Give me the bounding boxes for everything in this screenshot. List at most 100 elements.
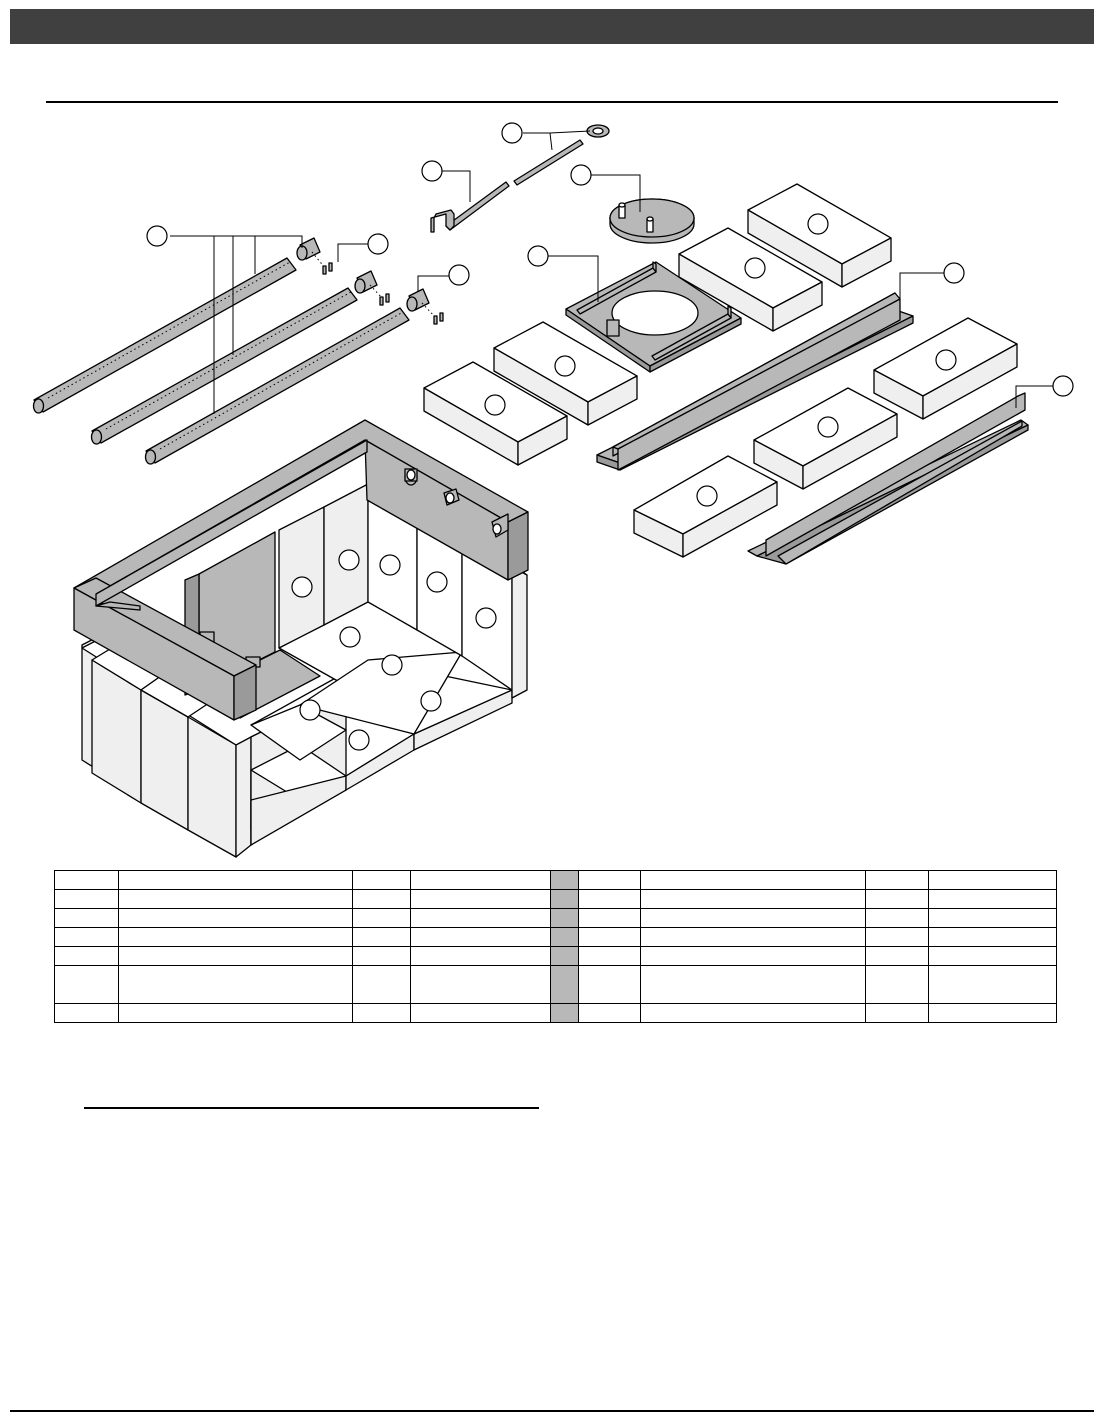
callout-circle <box>1052 375 1074 397</box>
callout-circle <box>448 264 470 286</box>
table-cell <box>865 1003 929 1023</box>
tube-end-cap-1 <box>296 237 333 275</box>
table-cell <box>410 889 551 909</box>
brick-bottom-right <box>633 455 778 558</box>
table-separator <box>550 908 579 928</box>
notes-rule <box>84 1107 539 1109</box>
table-cell <box>410 908 551 928</box>
table-cell <box>410 946 551 966</box>
table-cell <box>118 946 353 966</box>
table-cell <box>865 946 929 966</box>
table-cell <box>640 927 866 947</box>
callout-circle <box>426 571 448 593</box>
table-cell <box>578 1003 641 1023</box>
parts-table <box>54 870 1057 1023</box>
table-cell <box>118 927 353 947</box>
footer-rule <box>10 1410 1094 1412</box>
table-cell <box>54 908 119 928</box>
table-cell <box>578 946 641 966</box>
table-cell <box>928 965 1057 1004</box>
table-header-row <box>54 870 1057 890</box>
table-cell <box>865 927 929 947</box>
table-cell <box>54 965 119 1004</box>
table-cell <box>410 1003 551 1023</box>
callout-circle <box>696 485 718 507</box>
callout-circle <box>420 690 442 712</box>
table-cell <box>54 889 119 909</box>
table-cell <box>352 908 411 928</box>
grate-tube-1 <box>32 257 297 414</box>
tube-end-cap-3 <box>406 288 444 325</box>
table-cell <box>352 965 411 1004</box>
table-cell <box>865 965 929 1004</box>
table-cell <box>578 965 641 1004</box>
callout-circle <box>527 245 549 267</box>
callout-circle <box>817 416 839 438</box>
callout-circle <box>744 257 766 279</box>
callout-circle <box>348 729 370 751</box>
table-cell <box>578 908 641 928</box>
table-cell <box>352 889 411 909</box>
callout-circle <box>935 349 957 371</box>
table-cell <box>928 908 1057 928</box>
callout-circle <box>367 233 389 255</box>
callout-circle <box>807 213 829 235</box>
callout-circle <box>484 394 506 416</box>
callout-circle <box>338 549 360 571</box>
table-row <box>54 1003 1057 1023</box>
table-row <box>54 946 1057 966</box>
callout-circle <box>299 699 321 721</box>
table-separator <box>550 870 579 890</box>
angle-iron-rail <box>747 392 1029 565</box>
table-row <box>54 927 1057 947</box>
table-header-cell <box>578 870 641 890</box>
table-separator <box>550 1003 579 1023</box>
callout-circle <box>381 654 403 676</box>
table-cell <box>640 965 866 1004</box>
callout-circle <box>943 262 965 284</box>
table-cell <box>118 889 353 909</box>
table-separator <box>550 889 579 909</box>
table-cell <box>410 965 551 1004</box>
callout-circle <box>339 626 361 648</box>
callout-circle <box>379 554 401 576</box>
table-cell <box>928 927 1057 947</box>
table-header-cell <box>640 870 866 890</box>
damper-frame <box>565 261 742 373</box>
table-cell <box>118 908 353 928</box>
callout-circle <box>146 225 168 247</box>
table-cell <box>928 946 1057 966</box>
table-header-cell <box>410 870 551 890</box>
exploded-parts-diagram: .o { stroke:#000; stroke-width:1.3; stro… <box>32 122 1074 858</box>
brick-lower-right <box>753 387 898 490</box>
tube-end-cap-2 <box>354 270 390 306</box>
table-row <box>54 889 1057 909</box>
table-separator <box>550 946 579 966</box>
grate-tube-2 <box>90 287 358 445</box>
table-cell <box>640 946 866 966</box>
grate-tube-3 <box>144 307 410 465</box>
callout-circle <box>421 160 443 182</box>
table-row <box>54 965 1057 1004</box>
table-header-cell <box>865 870 929 890</box>
table-cell <box>118 965 353 1004</box>
table-separator <box>550 965 579 1004</box>
table-cell <box>578 889 641 909</box>
table-cell <box>352 1003 411 1023</box>
damper-plate <box>609 198 695 244</box>
table-header-cell <box>352 870 411 890</box>
callouts <box>146 122 1074 751</box>
table-header-cell <box>54 870 119 890</box>
table-cell <box>410 927 551 947</box>
table-cell <box>640 1003 866 1023</box>
table-separator <box>550 927 579 947</box>
header-bar <box>10 9 1094 44</box>
t-channel-rail <box>596 292 914 471</box>
table-cell <box>928 1003 1057 1023</box>
table-header-cell <box>928 870 1057 890</box>
callout-circle <box>475 607 497 629</box>
table-cell <box>578 927 641 947</box>
callout-circle <box>501 122 523 144</box>
table-cell <box>54 1003 119 1023</box>
callout-circle <box>291 576 313 598</box>
